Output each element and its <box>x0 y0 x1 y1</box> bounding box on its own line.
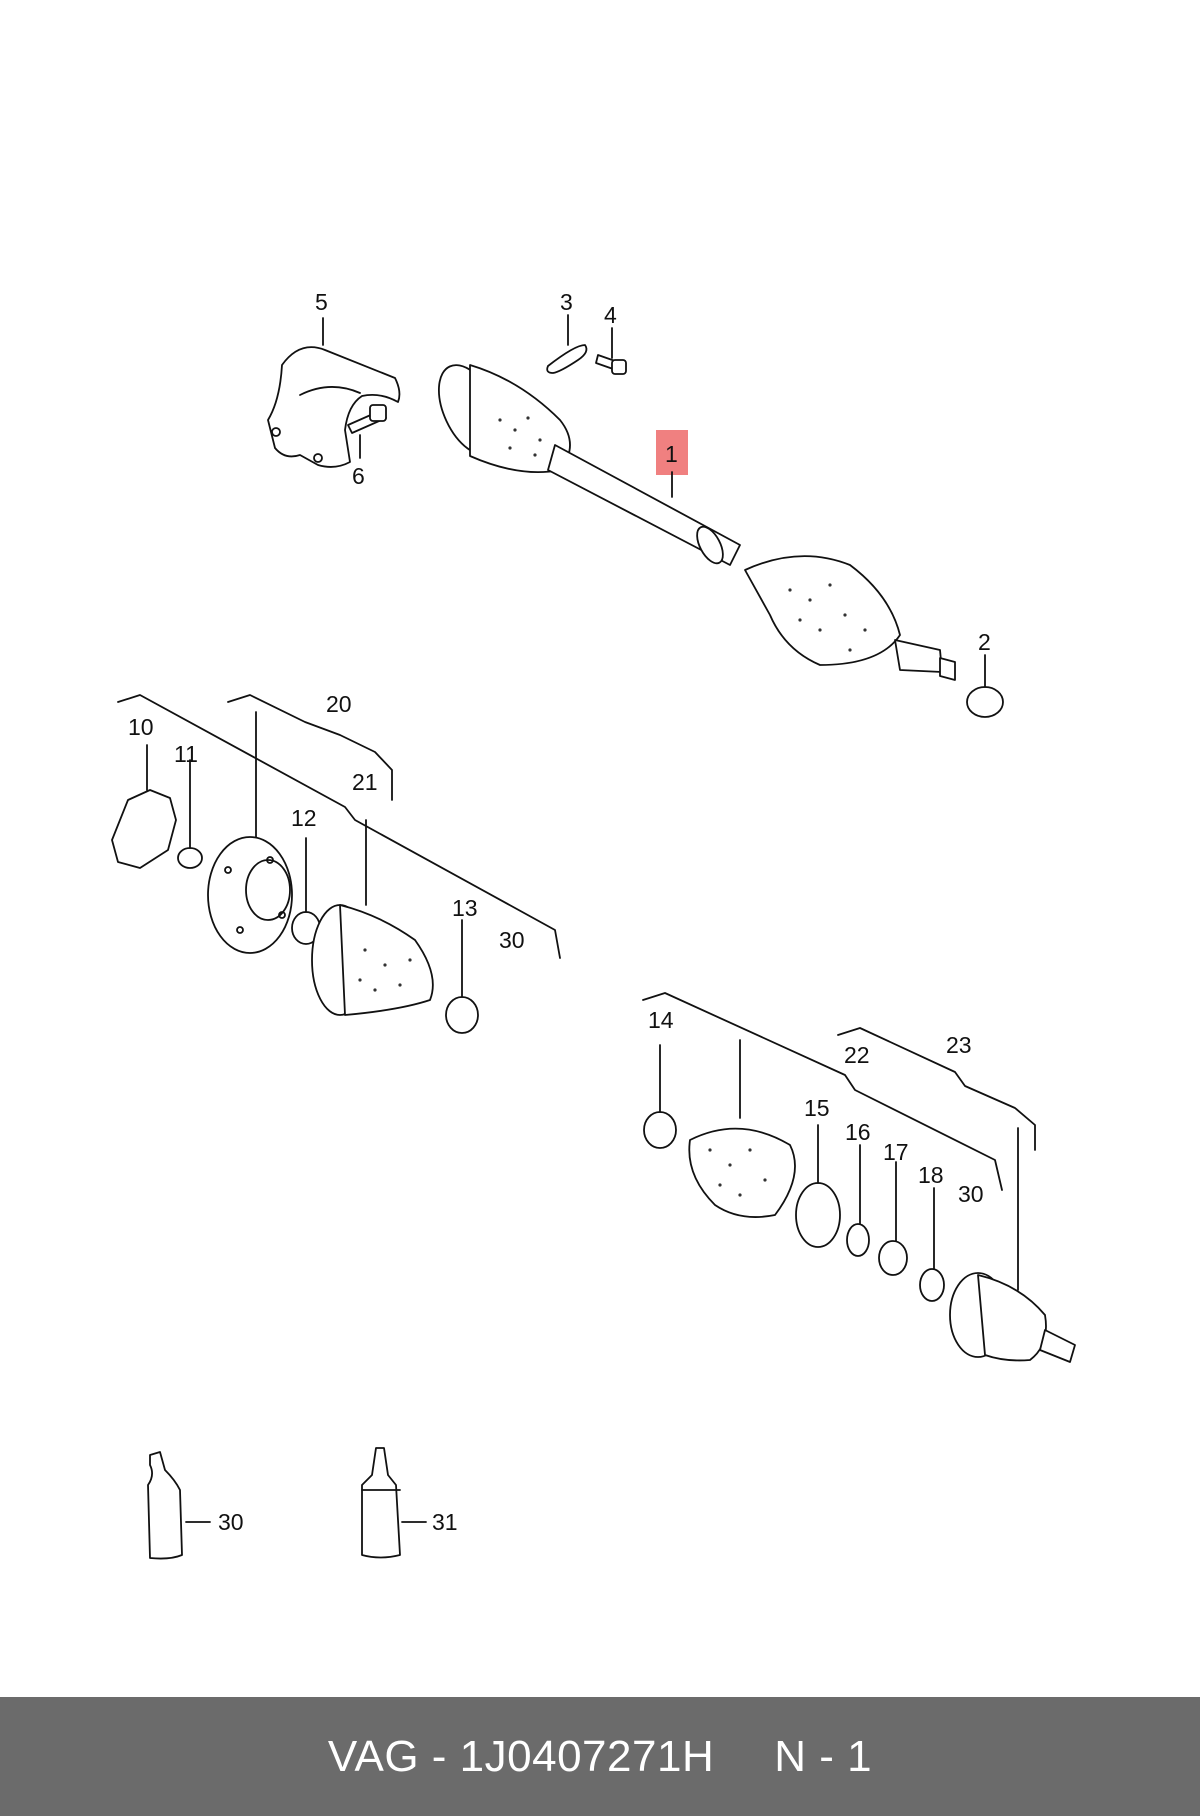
callout-22: 22 <box>844 1042 870 1068</box>
heat-shield-part-5 <box>267 346 401 468</box>
callout-30a: 30 <box>499 927 525 953</box>
callout-12: 12 <box>291 805 317 831</box>
nut-part-2 <box>966 686 1004 718</box>
lock-plate-part-3 <box>546 344 588 374</box>
callout-20: 20 <box>326 691 352 717</box>
group-bracket-22-23-30 <box>642 992 1036 1291</box>
callout-10: 10 <box>128 714 154 740</box>
callout-11: 11 <box>174 741 198 767</box>
callout-14: 14 <box>648 1007 674 1033</box>
callout-30c: 30 <box>218 1509 244 1535</box>
callout-23: 23 <box>946 1032 972 1058</box>
circlip-part-18 <box>919 1268 945 1302</box>
part-label: VAG - 1J0407271H <box>327 1731 715 1781</box>
washer-part-16 <box>846 1223 870 1257</box>
exploded-parts-diagram: 5 6 3 4 1 2 10 11 20 21 12 13 30 14 23 2… <box>111 289 1076 1560</box>
cv-joint-inner <box>207 836 293 954</box>
gasket-part-10 <box>111 789 177 869</box>
callout-21: 21 <box>352 769 378 795</box>
callout-30b: 30 <box>958 1181 984 1207</box>
grease-tube-part-30 <box>147 1451 211 1560</box>
clamp-part-13 <box>445 996 479 1034</box>
callout-18: 18 <box>918 1162 944 1188</box>
callout-3: 3 <box>560 289 573 315</box>
callout-4: 4 <box>604 302 617 328</box>
circlip-part-11 <box>177 847 203 869</box>
boot-part-21 <box>311 904 434 1016</box>
callout-5: 5 <box>315 289 328 315</box>
callout-2: 2 <box>978 629 991 655</box>
callout-6: 6 <box>352 463 365 489</box>
bolt-part-4 <box>595 354 627 375</box>
callout-13: 13 <box>452 895 478 921</box>
highlight-box-part-1 <box>656 430 688 475</box>
quantity-label: N - 1 <box>774 1731 873 1781</box>
drive-shaft-part-1 <box>438 364 956 681</box>
clamp-part-14 <box>643 1111 677 1149</box>
callout-17: 17 <box>883 1139 909 1165</box>
cv-joint-outer-part-23 <box>949 1272 1076 1363</box>
bolt-part-6 <box>347 404 387 434</box>
callout-1: 1 <box>665 441 678 467</box>
clamp-part-15 <box>795 1182 841 1248</box>
callout-15: 15 <box>804 1095 830 1121</box>
sealant-bottle-part-31 <box>361 1447 427 1559</box>
part-number-footer: VAG - 1J0407271H N - 1 <box>0 1697 1200 1816</box>
boot-part-22 <box>688 1127 796 1218</box>
callout-16: 16 <box>845 1119 871 1145</box>
dished-washer-part-17 <box>878 1240 908 1276</box>
callout-31: 31 <box>432 1509 458 1535</box>
group-bracket-20-21-30 <box>117 694 561 959</box>
